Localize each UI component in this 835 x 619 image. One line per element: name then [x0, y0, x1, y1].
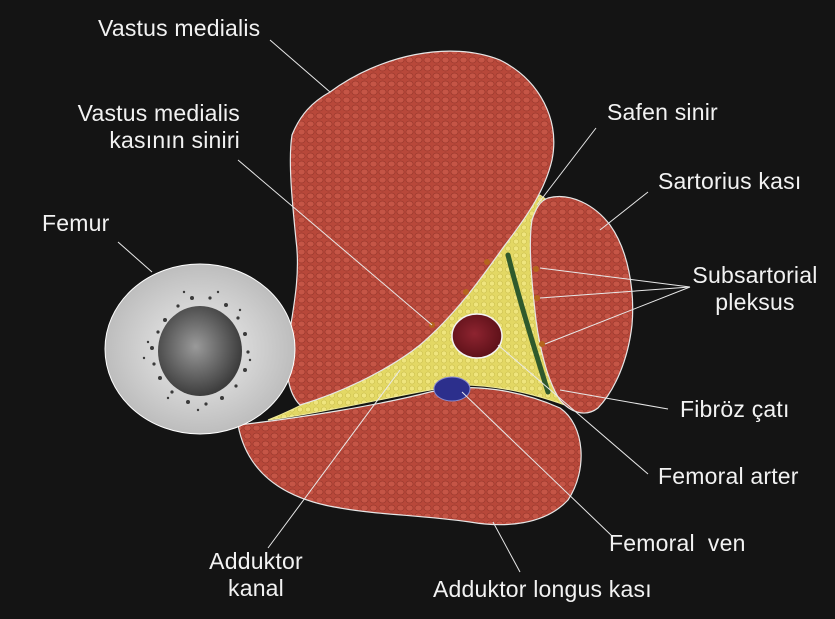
- label-femoral-ven: Femoral ven: [609, 530, 746, 557]
- label-femoral-arter: Femoral arter: [658, 463, 799, 490]
- leader-sartorius: [600, 192, 648, 230]
- label-femur: Femur: [42, 210, 109, 237]
- nerve-dot: [463, 289, 469, 295]
- leader-femur: [118, 242, 152, 272]
- label-vastus-medialis-nerve-line2: kasının siniri: [24, 127, 240, 154]
- label-safen-sinir: Safen sinir: [607, 99, 718, 126]
- label-vastus-medialis-nerve: Vastus medialis kasının siniri: [24, 100, 240, 154]
- adductor-longus-muscle: [238, 388, 581, 525]
- leader-vastus-medialis: [270, 40, 330, 92]
- subsartorial-nerve-dot: [533, 266, 539, 272]
- label-vastus-medialis-nerve-line1: Vastus medialis: [24, 100, 240, 127]
- label-vastus-medialis: Vastus medialis: [98, 15, 260, 42]
- label-adduktor-longus: Adduktor longus kası: [433, 576, 652, 603]
- label-subsartorial-line2: pleksus: [685, 289, 825, 316]
- leader-adduktor-longus: [493, 522, 520, 572]
- subsartorial-nerve-dot: [534, 295, 540, 301]
- label-adduktor-kanal-line1: Adduktor: [196, 548, 316, 575]
- label-adduktor-kanal-line2: kanal: [196, 575, 316, 602]
- label-subsartorial-pleksus: Subsartorial pleksus: [685, 262, 825, 316]
- femoral-artery: [452, 314, 502, 358]
- label-fibroz-cati: Fibröz çatı: [680, 396, 790, 423]
- label-sartorius-kasi: Sartorius kası: [658, 168, 801, 195]
- subsartorial-nerve-dot: [539, 341, 545, 347]
- label-subsartorial-line1: Subsartorial: [685, 262, 825, 289]
- saphenous-nerve-dot: [484, 259, 490, 265]
- label-adduktor-kanal: Adduktor kanal: [196, 548, 316, 602]
- femoral-vein: [434, 377, 470, 401]
- femur-bone: [105, 264, 295, 434]
